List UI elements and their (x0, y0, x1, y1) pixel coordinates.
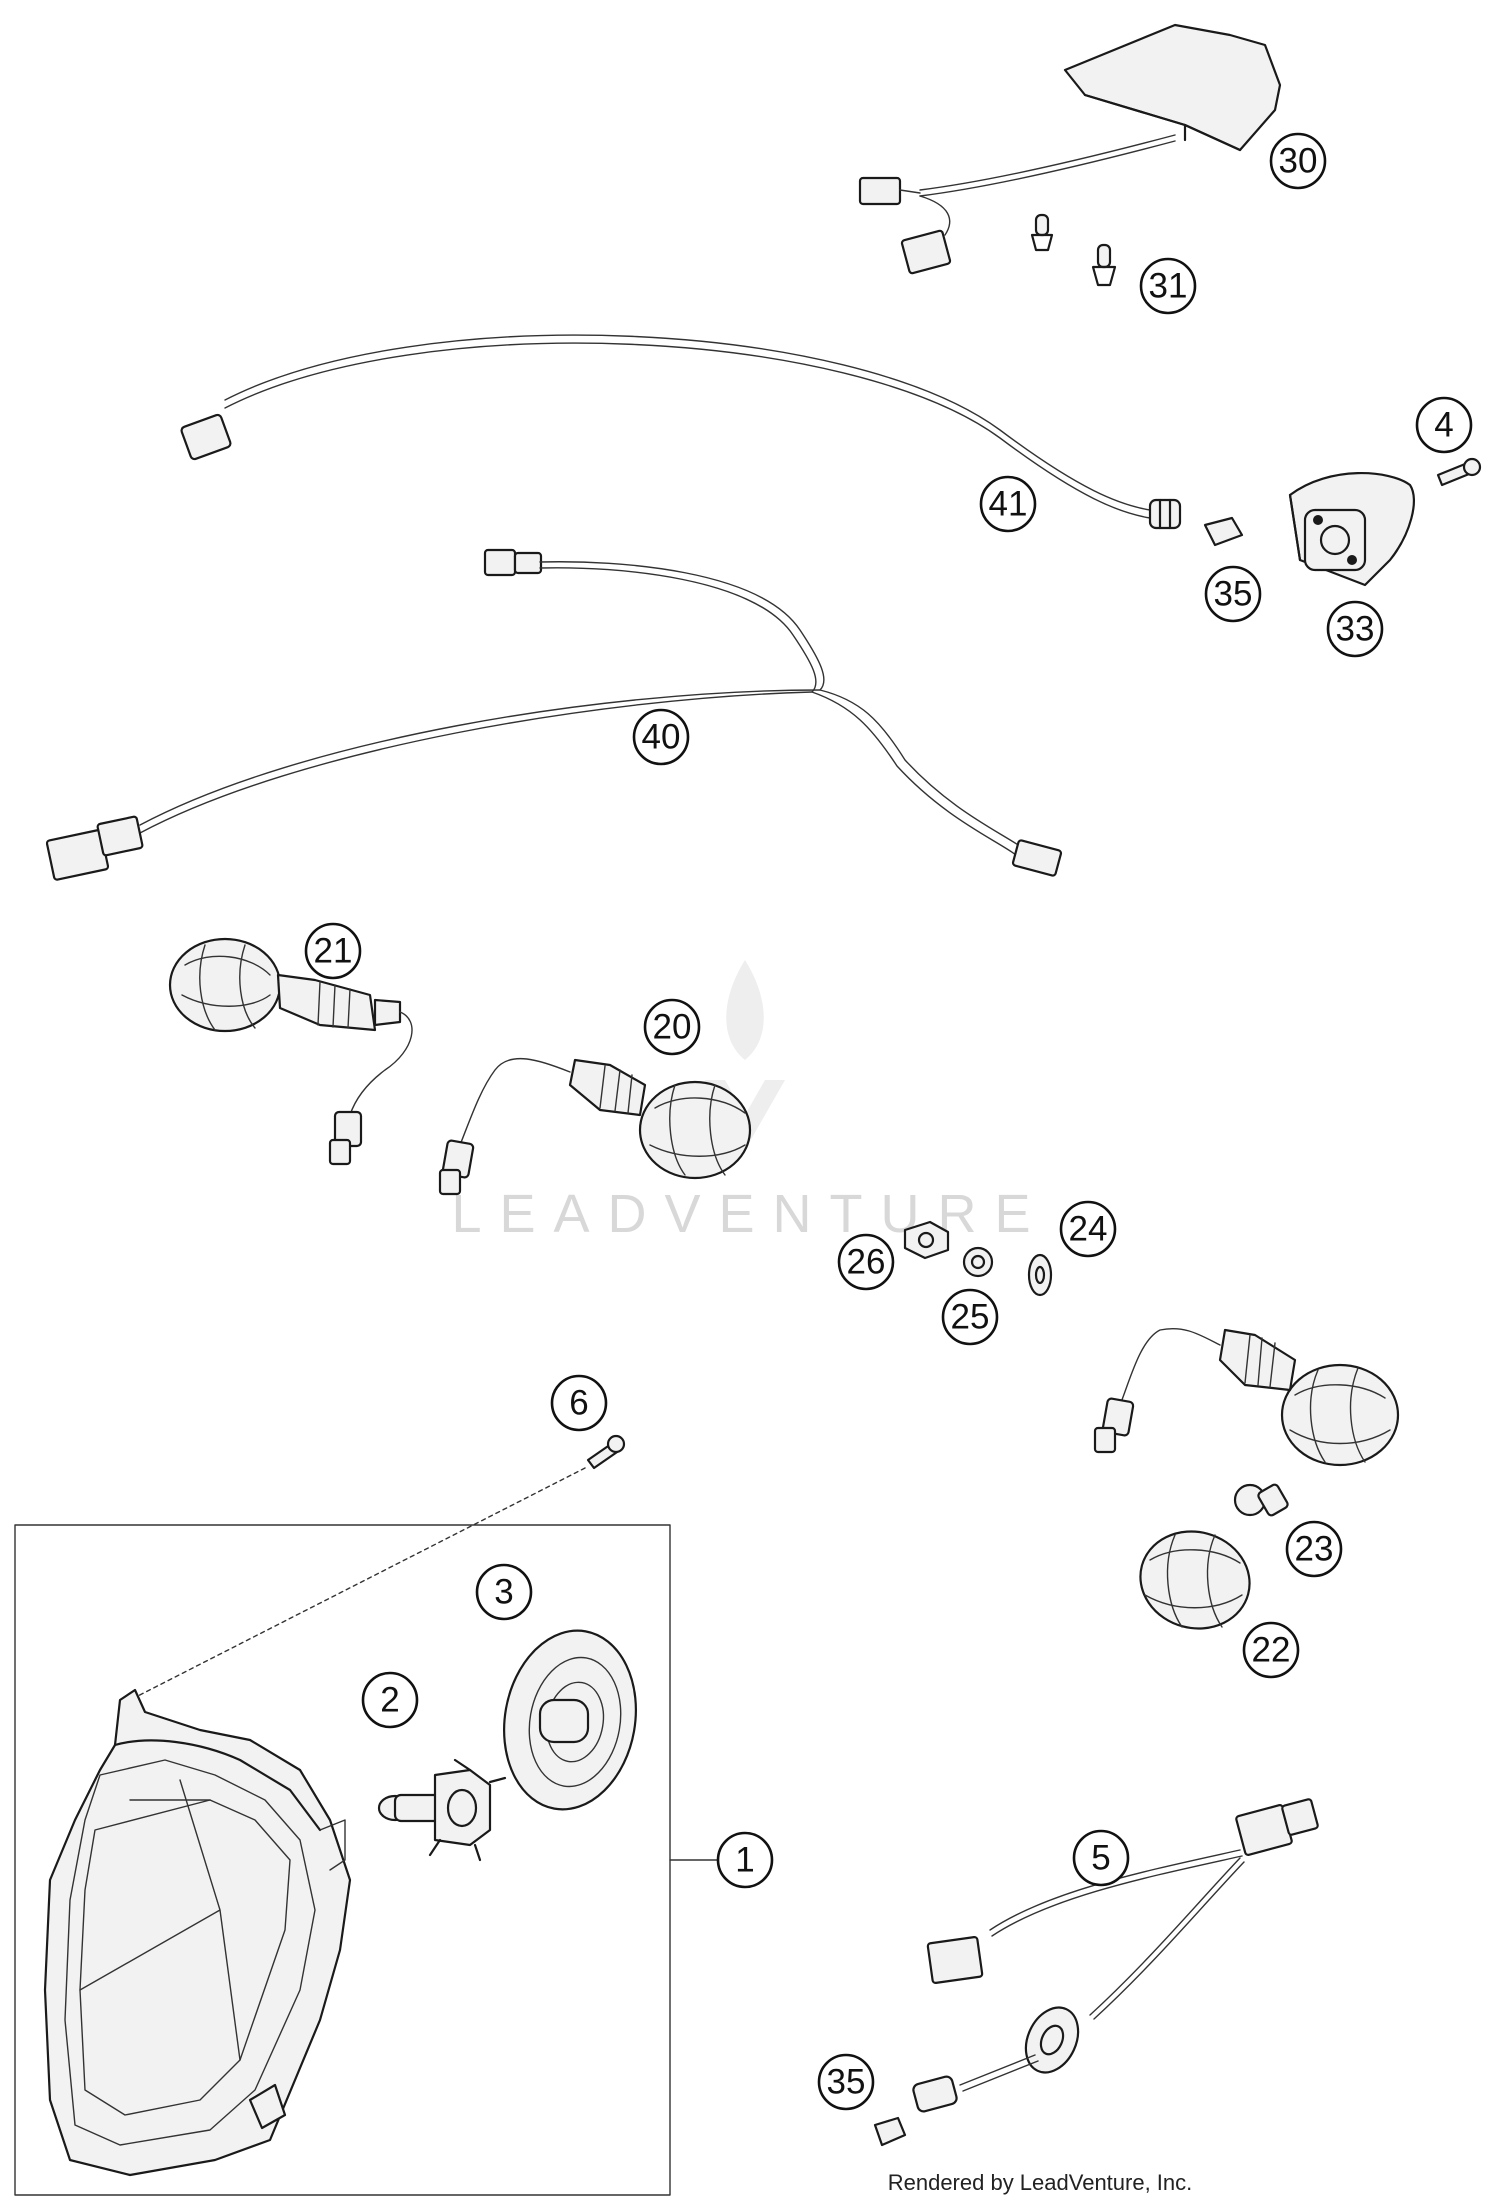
callout-25[interactable]: 25 (941, 1288, 999, 1346)
callout-35-bottom-label: 35 (827, 2063, 866, 2102)
callout-35-top-label: 35 (1214, 575, 1253, 614)
headlight-group (14, 1524, 719, 2196)
wiring-harness-40 (45, 548, 1063, 881)
callout-33[interactable]: 33 (1326, 600, 1384, 658)
turn-signal-front (1093, 1328, 1400, 1467)
callout-23[interactable]: 23 (1285, 1520, 1343, 1578)
bulb-35 (1203, 516, 1244, 547)
callout-30-label: 30 (1279, 142, 1318, 181)
callout-25-label: 25 (951, 1298, 990, 1337)
bulb-35-small (873, 2116, 907, 2147)
callout-22-label: 22 (1252, 1631, 1291, 1670)
screw-4 (1436, 457, 1482, 487)
callout-1-label: 1 (735, 1841, 754, 1880)
turn-signal-20 (438, 1057, 752, 1196)
callout-24[interactable]: 24 (1059, 1200, 1117, 1258)
callout-20[interactable]: 20 (643, 998, 701, 1056)
callout-3[interactable]: 3 (475, 1563, 533, 1621)
callout-31[interactable]: 31 (1139, 257, 1197, 315)
callout-23-label: 23 (1295, 1530, 1334, 1569)
washer-24 (1027, 1253, 1053, 1297)
headlight-1 (43, 1688, 352, 2177)
bulb-23 (1233, 1483, 1289, 1517)
callout-5[interactable]: 5 (1072, 1829, 1130, 1887)
callout-40[interactable]: 40 (632, 708, 690, 766)
cable-41 (180, 334, 1182, 530)
callout-5-label: 5 (1091, 1839, 1110, 1878)
bulb-31 (1030, 213, 1117, 287)
callout-33-label: 33 (1336, 610, 1375, 649)
callout-22[interactable]: 22 (1242, 1621, 1300, 1679)
lens-22 (1139, 1530, 1251, 1630)
turn-signal-21 (168, 937, 413, 1166)
callout-41[interactable]: 41 (979, 475, 1037, 533)
dust-cover-3 (503, 1629, 637, 1811)
bulb-2 (377, 1758, 507, 1862)
callout-3-label: 3 (494, 1573, 513, 1612)
nut-26 (903, 1220, 950, 1260)
tail-light-30 (858, 23, 1282, 275)
callout-24-label: 24 (1069, 1210, 1108, 1249)
callout-4-label: 4 (1434, 406, 1453, 445)
plate-light-33 (1288, 472, 1415, 587)
callout-40-label: 40 (642, 718, 681, 757)
callout-21-label: 21 (314, 932, 353, 971)
callout-21[interactable]: 21 (304, 922, 362, 980)
callout-2-label: 2 (380, 1681, 399, 1720)
callout-31-label: 31 (1149, 267, 1188, 306)
screw-6 (129, 1434, 626, 1701)
callout-4[interactable]: 4 (1415, 396, 1473, 454)
callout-35-top[interactable]: 35 (1204, 565, 1262, 623)
callout-20-label: 20 (653, 1008, 692, 1047)
callout-26[interactable]: 26 (837, 1233, 895, 1291)
lock-washer-25 (962, 1246, 994, 1278)
callout-2[interactable]: 2 (361, 1671, 419, 1729)
callout-35-bottom[interactable]: 35 (817, 2053, 875, 2111)
watermark-text: LEADVENTURE (451, 1184, 1048, 1244)
callout-30[interactable]: 30 (1269, 132, 1327, 190)
credit-text: Rendered by LeadVenture, Inc. (888, 2170, 1193, 2195)
callout-1[interactable]: 1 (716, 1831, 774, 1889)
callout-6[interactable]: 6 (550, 1374, 608, 1432)
callout-41-label: 41 (989, 485, 1028, 524)
callout-26-label: 26 (847, 1243, 886, 1282)
callout-6-label: 6 (569, 1384, 588, 1423)
